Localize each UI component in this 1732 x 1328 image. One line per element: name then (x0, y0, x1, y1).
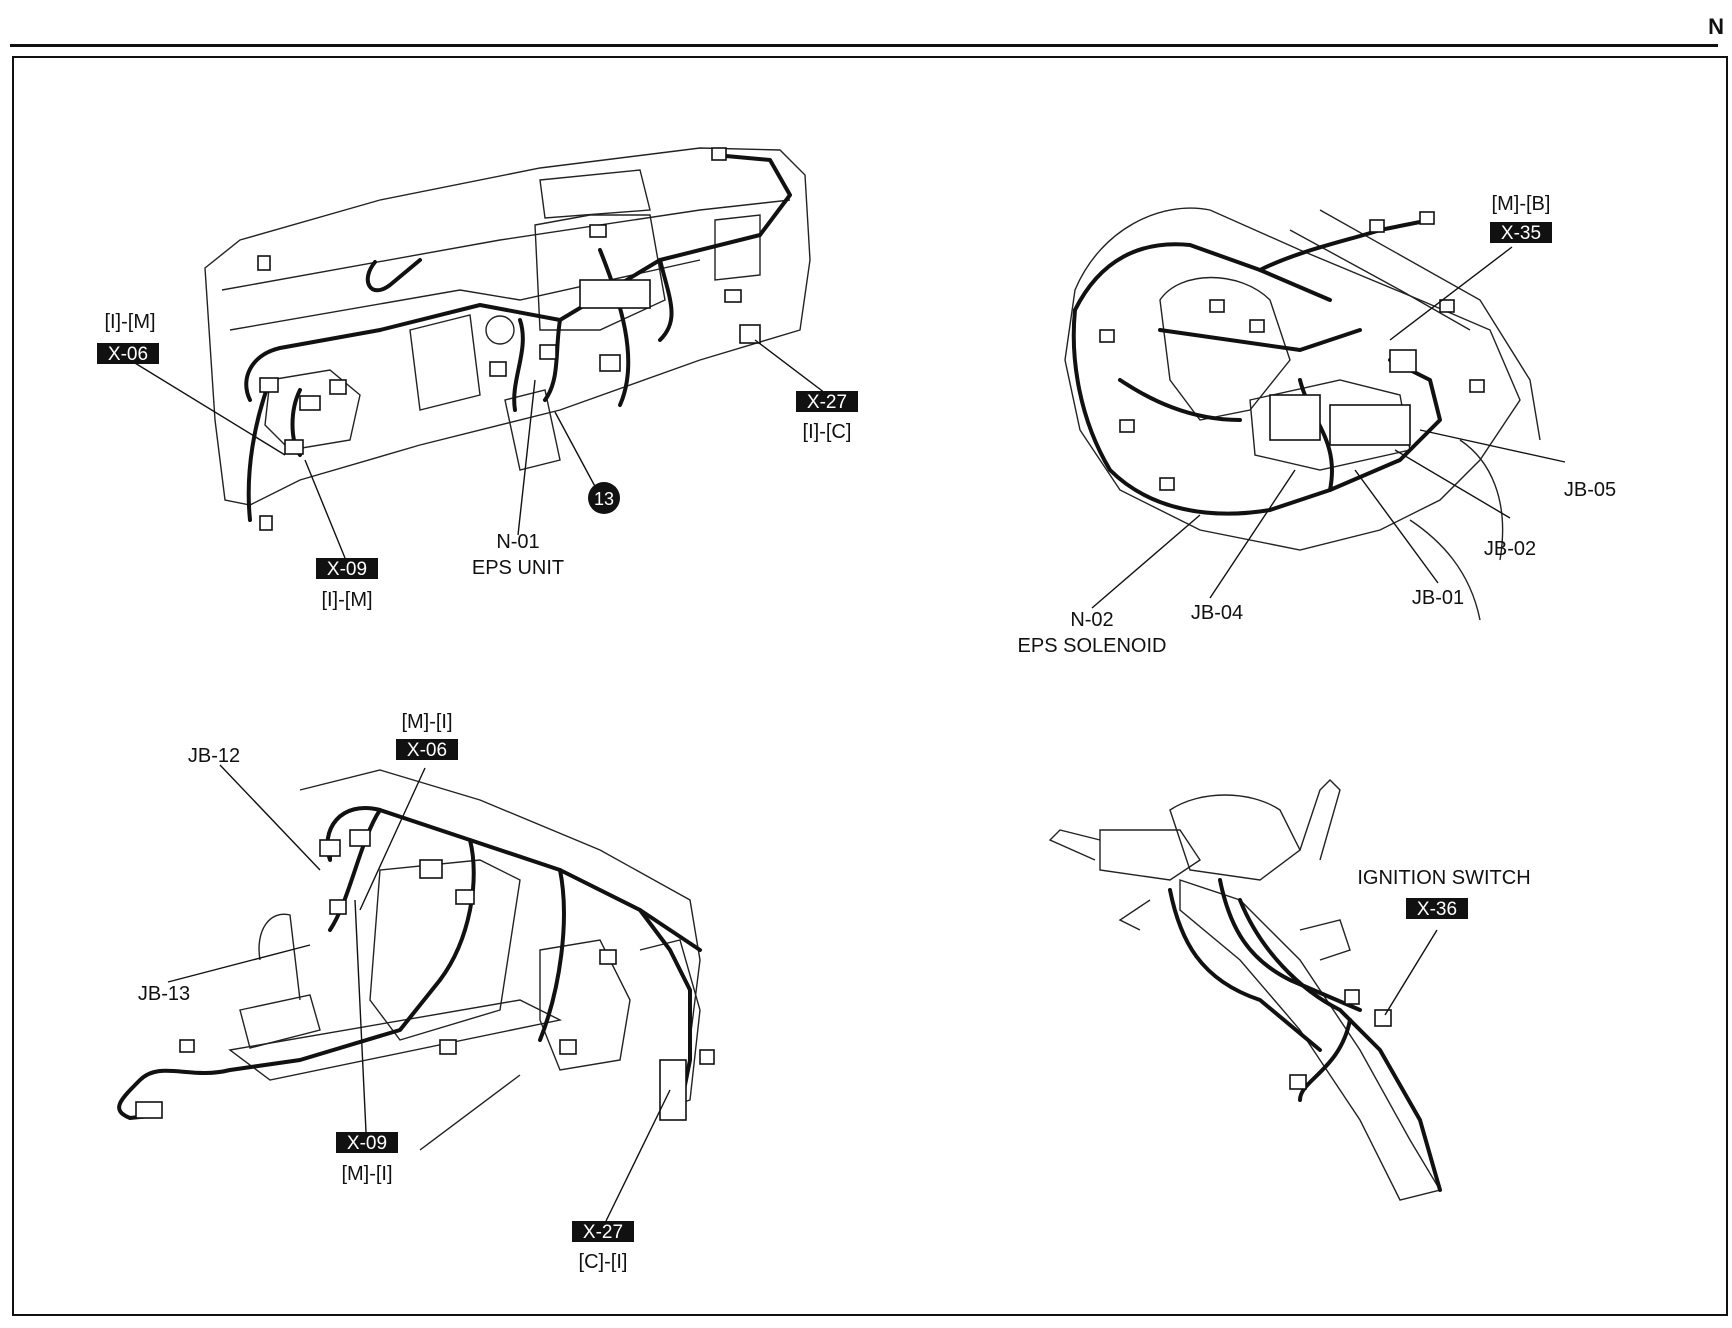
header-rule (10, 44, 1718, 47)
lower-dash-leader-lines (167, 764, 671, 1222)
engine-room-illustration (1064, 207, 1541, 621)
x27-tag-background (796, 391, 858, 412)
x27-lower-tag-background (572, 1221, 634, 1242)
x09-lower-connector-code: [M]-[I] (341, 1163, 392, 1185)
jb04-label: JB-04 (1191, 602, 1243, 624)
panel-instrument-panel: [I]-[M] X-06 X-09 [I]-[M] N-01 EPS UNIT … (97, 147, 858, 611)
x27-connector-code: [I]-[C] (803, 421, 852, 443)
x27-lower-tag-text: X-27 (583, 1222, 623, 1243)
instrument-panel-leader-lines (129, 339, 826, 559)
x35-tag-background (1490, 222, 1552, 243)
x06-connector-tag: X-06 (97, 343, 159, 365)
instrument-panel-illustration (204, 147, 811, 531)
x06-tag-text: X-06 (108, 344, 148, 365)
x06-connector-code: [I]-[M] (104, 311, 155, 333)
ignition-switch-label: IGNITION SWITCH (1357, 867, 1530, 889)
x27-tag-text: X-27 (807, 392, 847, 413)
x09-lower-tag-text: X-09 (347, 1133, 387, 1154)
x06-lower-tag-background (396, 739, 458, 760)
x06-tag-background (97, 343, 159, 364)
ground-marker-number: 13 (594, 489, 614, 509)
x36-connector-tag: X-36 (1406, 898, 1468, 920)
x09-tag-text: X-09 (327, 559, 367, 580)
x09-connector-code: [I]-[M] (321, 589, 372, 611)
panel-engine-room: [M]-[B] X-35 JB-05 JB-02 JB-01 JB-04 N-0… (1018, 193, 1617, 657)
panel-steering-column: IGNITION SWITCH X-36 (1048, 779, 1531, 1201)
x27-connector-tag: X-27 (796, 391, 858, 413)
n01-component-name: EPS UNIT (472, 557, 564, 579)
x06-lower-connector-tag: X-06 (396, 739, 458, 761)
x35-connector-code: [M]-[B] (1492, 193, 1551, 215)
x35-tag-text: X-35 (1501, 223, 1541, 244)
n02-component-name: EPS SOLENOID (1018, 635, 1167, 657)
jb05-label: JB-05 (1564, 479, 1616, 501)
steering-column-leader-lines (1384, 929, 1438, 1016)
x06-lower-connector-code: [M]-[I] (401, 711, 452, 733)
x06-lower-tag-text: X-06 (407, 740, 447, 761)
x27-lower-connector-code: [C]-[I] (579, 1251, 628, 1273)
x09-connector-tag: X-09 (316, 558, 378, 580)
x09-lower-tag-background (336, 1132, 398, 1153)
x36-tag-background (1406, 898, 1468, 919)
steering-column-illustration (1048, 779, 1442, 1201)
x27-lower-connector-tag: X-27 (572, 1221, 634, 1243)
jb12-label: JB-12 (188, 745, 240, 767)
ground-point-13: 13 (588, 482, 620, 514)
x35-connector-tag: X-35 (1490, 222, 1552, 244)
panel-lower-dash: [M]-[I] X-06 JB-12 JB-13 X-09 [M]-[I] X-… (117, 711, 715, 1273)
jb01-label: JB-01 (1412, 587, 1464, 609)
jb02-label: JB-02 (1484, 538, 1536, 560)
x36-tag-text: X-36 (1417, 899, 1457, 920)
jb13-label: JB-13 (138, 983, 190, 1005)
lower-dash-illustration (117, 769, 715, 1151)
diagram-frame (12, 56, 1728, 1316)
ground-marker-circle (588, 482, 620, 514)
x09-lower-connector-tag: X-09 (336, 1132, 398, 1154)
engine-room-leader-lines (1091, 246, 1566, 609)
n01-component-id: N-01 (496, 531, 539, 553)
x09-tag-background (316, 558, 378, 579)
page-corner-letter: N (1708, 14, 1724, 39)
n02-component-id: N-02 (1070, 609, 1113, 631)
